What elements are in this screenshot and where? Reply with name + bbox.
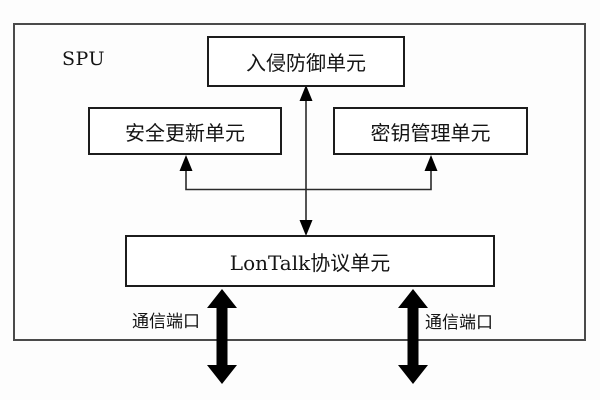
box-intrusion-prevention-unit: 入侵防御单元 — [207, 36, 405, 87]
port-label-left: 通信端口 — [132, 312, 200, 332]
thick-arrow-port-left — [207, 289, 237, 384]
spu-container-box — [13, 23, 586, 341]
box-lontalk-protocol-unit: LonTalk协议单元 — [125, 235, 495, 287]
arrow-branch-to-middle-units — [179, 155, 438, 191]
box-security-update-unit: 安全更新单元 — [88, 107, 282, 155]
port-label-right: 通信端口 — [425, 313, 493, 333]
arrow-lontalk-to-intrusion-prevention — [299, 85, 313, 236]
spu-container-label: SPU — [62, 48, 105, 70]
box-key-management-unit: 密钥管理单元 — [333, 107, 528, 155]
thick-arrow-port-right — [398, 289, 428, 384]
